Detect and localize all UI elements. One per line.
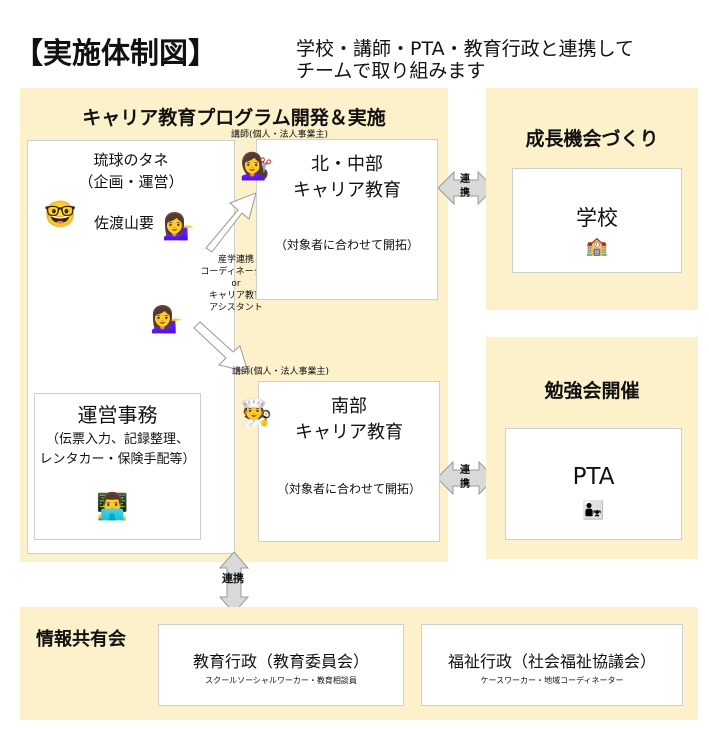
person-name: 佐渡山要 <box>94 214 155 232</box>
family-icon: 👨‍👧 <box>582 500 605 521</box>
subtitle-line-1: 学校・講師・PTA・教育行政と連携して <box>296 38 635 60</box>
office-card <box>34 393 201 540</box>
north-card <box>256 139 438 300</box>
north-note: （対象者に合わせて開拓） <box>274 238 419 252</box>
south-instructor-label: 講師(個人・法人事業主) <box>232 367 330 377</box>
arrow-to-north <box>205 192 257 253</box>
office-heading: 運営事務 <box>77 403 158 427</box>
ryukyu-name: 琉球のタネ <box>93 151 169 169</box>
coordinator-line-2: コーディネーター <box>200 267 272 277</box>
chef-icon: 🧑‍🍳 <box>240 398 273 428</box>
south-title: 南部 キャリア教育 <box>258 394 440 446</box>
ryukyu-role: （企画・運営） <box>78 173 184 191</box>
office-title: 運営事務 （伝票入力、記録整理、 レンタカー・保険手配等） <box>34 400 201 470</box>
woman-tipping-hand-icon: 💁‍♀️ <box>162 212 195 242</box>
north-instructor-label: 講師(個人・法人事業主) <box>231 130 329 140</box>
coordinator-line-3: or <box>231 279 241 289</box>
ryukyu-label: 琉球のタネ （企画・運営） <box>27 149 235 193</box>
pta-title: PTA <box>572 464 615 490</box>
welfare-sub: ケースワーカー・地域コーディネーター <box>480 676 624 685</box>
link-label-vertical: 連携 <box>222 572 244 585</box>
office-detail-1: （伝票入力、記録整理、 <box>45 432 189 447</box>
link-label-north: 連 携 <box>460 174 470 199</box>
main-panel-heading: キャリア教育プログラム開発＆実施 <box>82 107 386 129</box>
woman-tipping-hand-icon-2: 💁‍♀️ <box>150 305 183 335</box>
north-title: 北・中部 キャリア教育 <box>256 152 438 204</box>
technologist-icon: 👨‍💻 <box>96 492 129 522</box>
study-heading: 勉強会開催 <box>544 380 640 402</box>
link-label-south: 連 携 <box>460 465 470 490</box>
south-title-1: 南部 <box>331 396 367 417</box>
nerd-face-icon: 🤓 <box>44 200 77 230</box>
welfare-title: 福祉行政（社会福祉協議会） <box>447 652 656 671</box>
school-card <box>512 168 682 273</box>
welfare-card <box>421 624 683 706</box>
info-heading: 情報共有会 <box>36 629 126 650</box>
school-icon: 🏫 <box>585 236 609 257</box>
coordinator-line-1: 産学連携 <box>217 255 254 265</box>
coordinator-line-4: キャリア教育 <box>208 291 263 301</box>
growth-heading: 成長機会づくり <box>525 128 659 150</box>
hairdresser-icon: 💇‍♀️ <box>240 152 273 182</box>
page-title: 【実施体制図】 <box>14 36 218 70</box>
coordinator-line-5: アシスタント <box>209 303 263 313</box>
pta-card <box>505 428 682 540</box>
education-sub: スクールソーシャルワーカー・教育相談員 <box>205 676 357 685</box>
education-card <box>158 624 404 706</box>
school-title: 学校 <box>576 206 618 230</box>
south-card <box>258 381 440 542</box>
subtitle-line-2: チーム​で取り組みます <box>296 60 486 82</box>
north-title-1: 北・中部 <box>311 154 383 175</box>
south-title-2: キャリア教育 <box>295 422 403 443</box>
education-title: 教育行政（教育委員会） <box>192 652 369 671</box>
south-note: （対象者に合わせて開拓） <box>276 482 421 496</box>
coordinator-label: 産学連携 コーディネーター or キャリア教育 アシスタント <box>186 254 286 314</box>
page-subtitle: 学校・講師・PTA・教育行政と連携して チーム​で取り組みます <box>296 38 634 82</box>
office-detail-2: レンタカー・保険手配等） <box>39 452 196 467</box>
arrow-to-south <box>193 321 249 373</box>
north-title-2: キャリア教育 <box>293 180 401 201</box>
